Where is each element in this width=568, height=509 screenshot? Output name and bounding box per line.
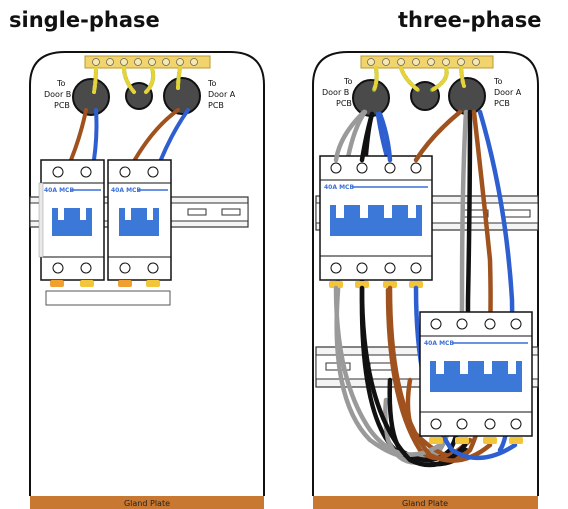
cable-gland-right <box>163 77 201 115</box>
gland-plate-label: Gland Plate <box>124 499 170 508</box>
cable-gland-left <box>72 78 110 116</box>
mcb-label: 40A MCB <box>324 184 354 191</box>
to-door-a-label-line2: Door A <box>494 88 522 97</box>
to-door-b-label-line2: Door B <box>322 88 349 97</box>
to-door-b-label-line1: To <box>56 79 66 88</box>
mcb-upper-terminals <box>329 281 423 288</box>
earth-terminal-bar <box>360 55 494 69</box>
mcb-label: 40A MCB <box>111 187 141 194</box>
to-door-a-label-line1: To <box>207 79 217 88</box>
to-door-b-label-line2: Door B <box>44 90 71 99</box>
to-door-a-label-line3: PCB <box>208 101 224 110</box>
to-door-a-label-line1: To <box>493 77 503 86</box>
single-phase-heading: single-phase <box>9 8 160 32</box>
to-door-b-label-line3: PCB <box>54 101 70 110</box>
output-terminals <box>45 280 171 306</box>
mcb-lower-terminals <box>429 437 523 444</box>
cable-gland-left <box>352 79 390 117</box>
to-door-a-label-line2: Door A <box>208 90 236 99</box>
earth-terminal-bar <box>84 55 211 69</box>
to-door-b-label-line1: To <box>343 77 353 86</box>
mcb-breaker: 40A MCB <box>38 159 105 281</box>
to-door-a-label-line3: PCB <box>494 99 510 108</box>
three-phase-heading: three-phase <box>398 8 542 32</box>
mcb-label: 40A MCB <box>424 340 454 347</box>
cable-gland-right <box>448 77 486 115</box>
mcb-breaker: 40A MCB <box>107 159 172 281</box>
mcb-label: 40A MCB <box>44 187 74 194</box>
gland-plate: Gland Plate <box>30 496 264 509</box>
to-door-b-label-line3: PCB <box>336 99 352 108</box>
gland-plate: Gland Plate <box>313 496 538 509</box>
mcb-breaker-4-pole-lower: 40A MCB <box>419 311 533 437</box>
three-phase-enclosure: 40A MCB <box>312 51 539 509</box>
mcb-breaker-4-pole-upper: 40A MCB <box>319 155 433 281</box>
single-phase-enclosure: 40A MCB 40A MCB To Door B <box>29 51 265 509</box>
gland-plate-label: Gland Plate <box>402 499 448 508</box>
